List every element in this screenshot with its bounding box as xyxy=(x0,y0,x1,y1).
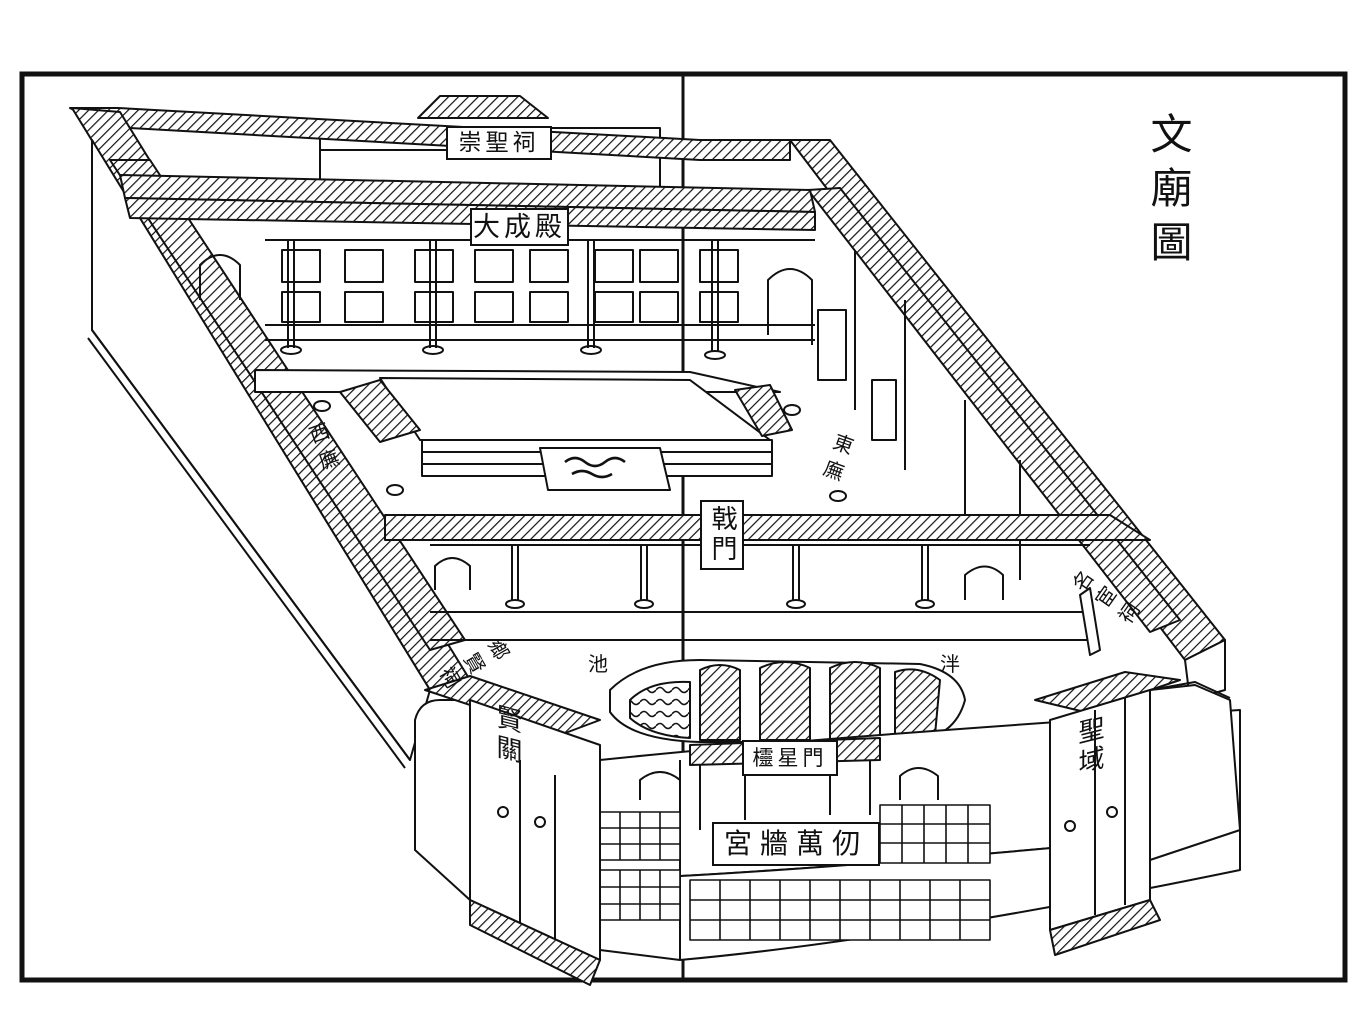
plaque-ji-men: 戟門 xyxy=(700,500,744,570)
label-chi: 池 xyxy=(588,652,608,676)
east-corridor-roof xyxy=(807,187,1181,633)
terrace xyxy=(254,369,793,491)
left-gate-house xyxy=(424,675,601,986)
middle-gate xyxy=(384,514,1151,641)
plaque-sheng-yu: 聖域 xyxy=(1074,713,1104,781)
left-wall-face xyxy=(91,139,431,761)
dragon-slab xyxy=(539,447,671,491)
plaque-dacheng-dian: 大成殿 xyxy=(470,208,569,246)
label-pan: 泮 xyxy=(940,652,960,676)
right-gate-house xyxy=(1034,671,1241,956)
east-side-hall xyxy=(817,250,1021,580)
plaque-chongsheng-ci: 崇聖祠 xyxy=(446,126,552,160)
page-title: 文廟圖 xyxy=(1144,112,1193,274)
plaque-xian-guan: 賢關 xyxy=(492,701,522,769)
plaque-lingxing-men: 欞星門 xyxy=(742,740,838,776)
plaque-gongqiang-wanren: 宮牆萬仞 xyxy=(712,822,880,866)
pan-pool xyxy=(609,659,966,743)
